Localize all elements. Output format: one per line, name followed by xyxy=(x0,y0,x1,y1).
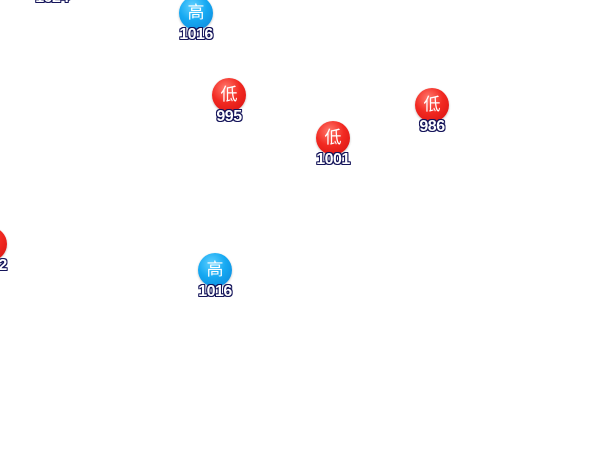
pressure-value: 995 xyxy=(216,108,242,125)
pressure-value: 1024 xyxy=(22,0,82,7)
pressure-value: 1001 xyxy=(316,151,350,168)
pressure-value: 1002 xyxy=(0,257,7,274)
high-pressure-icon: 高 xyxy=(198,253,232,287)
low-pressure-icon: 低 xyxy=(415,88,449,122)
pressure-value: 1016 xyxy=(198,283,232,300)
pressure-value: 1016 xyxy=(179,26,213,43)
pressure-value: 986 xyxy=(419,118,445,135)
low-pressure-icon: 低 xyxy=(0,227,7,261)
low-pressure-icon: 低 xyxy=(316,121,350,155)
low-pressure-icon: 低 xyxy=(212,78,246,112)
high-pressure-icon: 高 xyxy=(179,0,213,30)
